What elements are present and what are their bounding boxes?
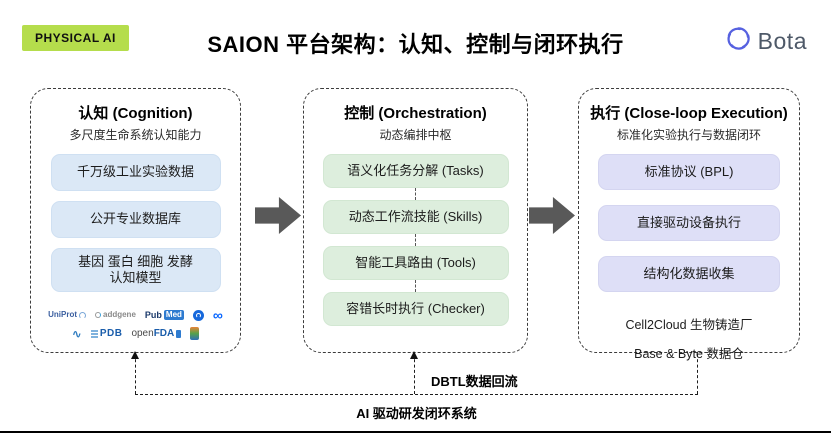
- slide-bottom-rule: [0, 431, 831, 433]
- cognition-item-industrial-data: 千万级工业实验数据: [50, 154, 221, 191]
- feedback-horizontal-line: [135, 394, 698, 395]
- openfda-flag-icon: [176, 329, 182, 338]
- arrow-orchestration-to-execution: [529, 197, 575, 234]
- pdb-bars-icon: [90, 329, 98, 338]
- footnote-base-byte: Base & Byte 数据仓: [634, 347, 744, 361]
- cognition-item-models-line1: 基因 蛋白 细胞 发酵: [78, 253, 193, 269]
- brand-logo: Bota: [725, 25, 807, 57]
- arrow-cognition-to-orchestration: [255, 197, 301, 234]
- page-title: SAION 平台架构：认知、控制与闭环执行: [207, 32, 624, 57]
- openfda-logo: openFDA: [131, 328, 182, 339]
- brand-name: Bota: [757, 27, 807, 54]
- orchestration-items: 语义化任务分解 (Tasks) 动态工作流技能 (Skills) 智能工具路由 …: [322, 154, 509, 326]
- execution-panel: 执行 (Close-loop Execution) 标准化实验执行与数据闭环 标…: [578, 88, 800, 361]
- flow-connector: [415, 234, 416, 246]
- feedback-line-to-orchestration: [414, 354, 415, 394]
- orchestration-item-skills: 动态工作流技能 (Skills): [322, 200, 509, 234]
- orchestration-item-tools: 智能工具路由 (Tools): [322, 246, 509, 280]
- logo-row-2: ∿ PDB openFDA: [72, 327, 200, 340]
- execution-title: 执行 (Close-loop Execution): [590, 105, 788, 122]
- meta-infinity-logo: ∞: [212, 307, 223, 323]
- execution-item-data-collection: 结构化数据收集: [598, 256, 780, 292]
- cognition-item-models: 基因 蛋白 细胞 发酵 认知模型: [50, 248, 221, 292]
- execution-footnotes: Cell2Cloud 生物铸造厂 Base & Byte 数据仓: [625, 314, 752, 362]
- feedback-arrowhead-orchestration: [410, 351, 418, 359]
- feedback-line-to-cognition: [135, 354, 136, 394]
- feedback-arrowhead-cognition: [131, 351, 139, 359]
- sphere-arc-icon: [195, 312, 201, 318]
- logo-row-1: UniProt addgene Pub Med ∞: [48, 308, 223, 322]
- orchestration-subtitle: 动态编排中枢: [379, 128, 452, 142]
- addgene-logo: addgene: [95, 311, 136, 319]
- flow-connector: [415, 280, 416, 292]
- execution-item-device-drive: 直接驱动设备执行: [598, 205, 780, 241]
- pubmed-logo: Pub Med: [144, 309, 184, 320]
- data-source-logos: UniProt addgene Pub Med ∞ ∿ PDB: [48, 308, 223, 340]
- orchestration-panel: 控制 (Orchestration) 动态编排中枢 语义化任务分解 (Tasks…: [303, 88, 528, 353]
- execution-item-bpl: 标准协议 (BPL): [598, 154, 780, 190]
- cognition-title: 认知 (Cognition): [78, 105, 193, 122]
- cognition-items: 千万级工业实验数据 公开专业数据库 基因 蛋白 细胞 发酵 认知模型: [50, 154, 221, 302]
- orchestration-item-checker: 容错长时执行 (Checker): [322, 292, 509, 326]
- uniprot-swirl-icon: [79, 311, 86, 319]
- dbtl-feedback-label: DBTL数据回流: [431, 374, 518, 389]
- execution-items: 标准协议 (BPL) 直接驱动设备执行 结构化数据收集: [598, 154, 780, 307]
- pdb-logo: PDB: [90, 328, 123, 339]
- blue-sphere-logo: [192, 309, 204, 321]
- cognition-subtitle: 多尺度生命系统认知能力: [69, 128, 202, 142]
- addgene-circle-icon: [95, 312, 101, 318]
- colorful-helix-logo: [190, 327, 200, 340]
- cognition-panel: 认知 (Cognition) 多尺度生命系统认知能力 千万级工业实验数据 公开专…: [30, 88, 241, 353]
- orchestration-item-tasks: 语义化任务分解 (Tasks): [322, 154, 509, 188]
- footnote-cell2cloud: Cell2Cloud 生物铸造厂: [625, 318, 753, 332]
- cognition-item-public-databases: 公开专业数据库: [50, 201, 221, 238]
- closed-loop-system-label: AI 驱动研发闭环系统: [356, 406, 477, 421]
- uniprot-logo: UniProt: [48, 311, 86, 319]
- physical-ai-badge: PHYSICAL AI: [22, 25, 129, 51]
- cognition-item-models-line2: 认知模型: [109, 270, 162, 285]
- flow-connector: [415, 188, 416, 200]
- s-curve-logo: ∿: [71, 326, 82, 341]
- orchestration-title: 控制 (Orchestration): [344, 105, 487, 122]
- bota-swirl-icon: [725, 25, 752, 57]
- feedback-line-from-execution: [697, 354, 698, 394]
- execution-subtitle: 标准化实验执行与数据闭环: [616, 128, 761, 142]
